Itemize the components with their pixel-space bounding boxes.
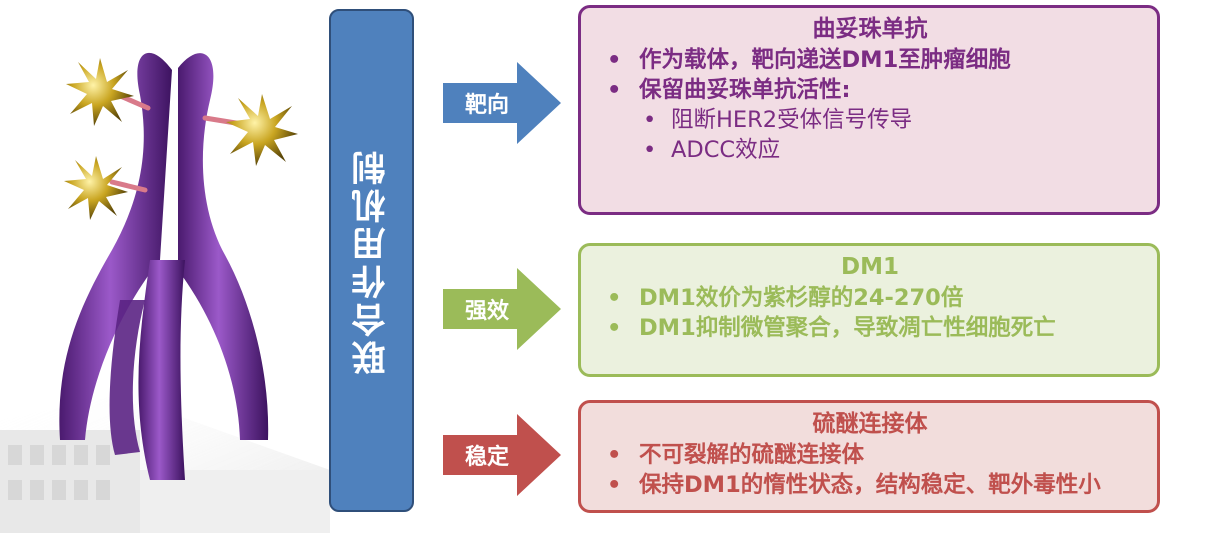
arrow-potency: 强效 [443,268,561,350]
drug-molecule-icon [64,156,128,220]
arrow-label-stability: 稳定 [464,445,509,470]
mechanism-bar: 联合作用机制 [329,9,414,512]
drug-molecule-icon [226,94,298,166]
right-arrow-icon [443,62,561,144]
antibody-drug-conjugate-illustration [0,0,330,533]
box-title-dm1: DM1 [841,254,899,280]
bullet-item: 不可裂解的硫醚连接体 [603,440,1137,470]
drug-molecule-icon [66,58,134,126]
box-dm1: DM1 DM1效价为紫杉醇的24-270倍 DM1抑制微管聚合，导致凋亡性细胞死… [578,243,1160,377]
bullet-item: 保留曲妥珠单抗活性: [603,75,1137,105]
arrow-targeting: 靶向 [443,62,561,144]
right-arrow-icon [443,414,561,496]
antibody-shape [59,52,269,480]
box-thioether-linker: 硫醚连接体 不可裂解的硫醚连接体 保持DM1的惰性状态，结构稳定、靶外毒性小 [578,400,1160,513]
bullet-item: DM1效价为紫杉醇的24-270倍 [603,283,1137,313]
antibody-icon [0,52,330,533]
bullet-item: 作为载体，靶向递送DM1至肿瘤细胞 [603,45,1137,75]
sub-bullet-item: ADCC效应 [639,135,1137,165]
box-trastuzumab: 曲妥珠单抗 作为载体，靶向递送DM1至肿瘤细胞 保留曲妥珠单抗活性: 阻断HER… [578,5,1160,215]
arrow-label-potency: 强效 [464,299,509,324]
right-arrow-icon [443,268,561,350]
bullet-item: 保持DM1的惰性状态，结构稳定、靶外毒性小 [603,470,1137,500]
arrow-label-targeting: 靶向 [464,93,509,118]
sub-bullet-item: 阻断HER2受体信号传导 [639,105,1137,135]
box-title-linker: 硫醚连接体 [812,411,928,437]
mechanism-title: 联合作用机制 [352,146,392,375]
box-title-trastuzumab: 曲妥珠单抗 [812,16,928,42]
arrow-stability: 稳定 [443,414,561,496]
bullet-item: DM1抑制微管聚合，导致凋亡性细胞死亡 [603,313,1137,343]
